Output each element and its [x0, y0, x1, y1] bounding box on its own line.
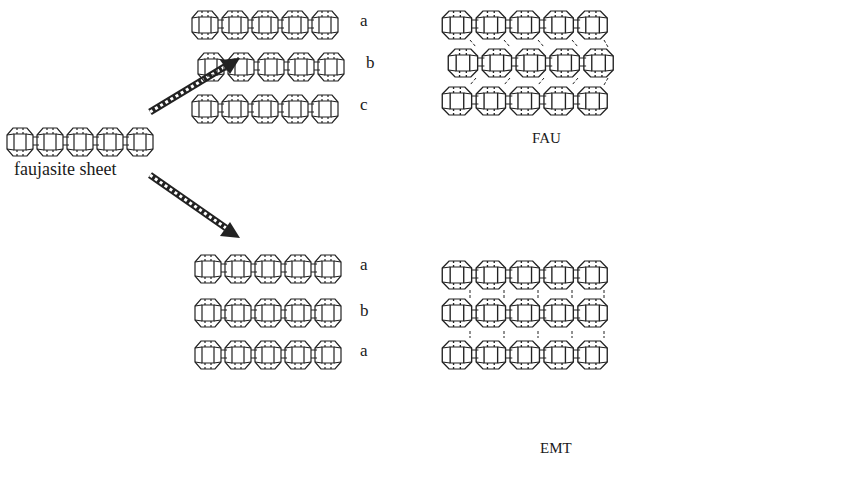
- sheet-caption: faujasite sheet: [14, 160, 116, 180]
- layer-letter: a: [360, 256, 368, 275]
- framework-code: EMT: [540, 440, 572, 457]
- framework-code: FAU: [532, 130, 561, 147]
- layer-letter: c: [360, 96, 368, 115]
- layer-letter: a: [360, 12, 368, 31]
- layer-letter: b: [366, 54, 375, 73]
- layer-letter: a: [360, 342, 368, 361]
- layer-letter: b: [360, 302, 369, 321]
